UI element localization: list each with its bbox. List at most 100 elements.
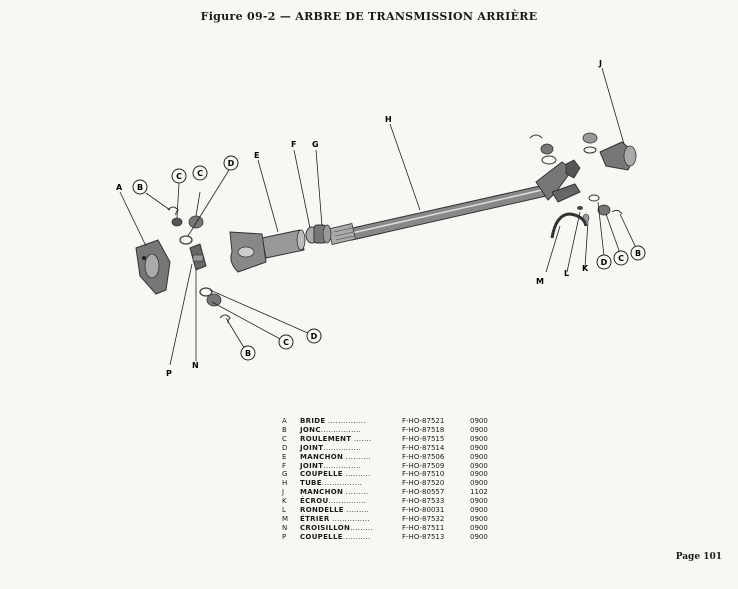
legend-letter: N [282, 523, 288, 532]
legend-code: 0900 [470, 461, 488, 470]
legend-name-text: ROULEMENT [300, 434, 352, 443]
legend-letter: E [282, 452, 287, 461]
label-l: L [564, 269, 569, 278]
legend-letter: D [282, 443, 288, 452]
svg-text:B: B [635, 249, 641, 258]
legend-letter: K [282, 497, 287, 506]
legend-leader-dots: ............... [325, 417, 366, 425]
legend-letter: H [282, 479, 288, 488]
svg-text:C: C [197, 169, 203, 178]
legend-code: 0900 [470, 425, 488, 434]
svg-text:C: C [283, 338, 289, 347]
legend-part-name: TUBE................ [300, 479, 402, 488]
legend-leader-dots: ............... [329, 514, 370, 523]
left-small-parts [167, 206, 231, 324]
legend-part-number: F-HO-87533 [402, 497, 445, 506]
legend-part-number: F-HO-87509 [402, 461, 445, 470]
legend-part-name: ÉTRIER ............... [300, 515, 402, 524]
callout-c-right: C [613, 250, 629, 266]
label-j: J [598, 59, 602, 68]
exploded-view-diagram: B C C D B C D D C B A E F G H J K L M [116, 59, 646, 378]
legend-name-text: ÉCROU [300, 497, 329, 506]
svg-text:B: B [137, 183, 143, 192]
legend-leader-dots: .......... [342, 470, 371, 479]
legend-part-number: F-HO-87520 [402, 479, 445, 488]
svg-text:D: D [601, 258, 608, 267]
legend-part-name: COUPELLE .......... [300, 470, 402, 479]
leader-lines [119, 67, 639, 366]
legend-letter: L [282, 506, 286, 515]
legend-letter: P [282, 532, 287, 541]
legend-part-number: F-HO-87514 [402, 443, 445, 452]
legend-letter: C [282, 434, 287, 443]
legend-name-text: MANCHON [300, 488, 344, 497]
svg-text:B: B [245, 349, 251, 358]
legend-code: 0900 [470, 532, 488, 541]
legend-code: 0900 [470, 470, 488, 479]
legend-name-text: JOINT [300, 461, 324, 470]
legend-part-number: F-HO-87511 [402, 523, 445, 532]
legend-name-text: BRIDE [300, 417, 326, 425]
legend-part-name: ÉCROU............... [300, 497, 402, 506]
legend-leader-dots: ................ [321, 479, 363, 488]
label-f: F [291, 140, 296, 149]
legend-leader-dots: ......... [343, 488, 369, 497]
legend-part-number: F-HO-87518 [402, 425, 445, 434]
sleeve-part [229, 229, 306, 273]
legend-leader-dots: ......... [343, 506, 370, 515]
figure-title: Figure 09-2 — ARBRE DE TRANSMISSION ARRI… [200, 10, 538, 23]
legend-letter: F [282, 461, 287, 470]
legend-part-number: F-HO-87521 [402, 417, 445, 425]
legend-part-number: F-HO-87513 [402, 532, 445, 541]
legend-name-text: TUBE [300, 479, 322, 488]
legend-part-number: F-HO-87532 [402, 514, 445, 523]
label-e: E [254, 151, 259, 160]
label-h: H [385, 115, 392, 124]
legend-leader-dots: ......... [350, 523, 373, 532]
legend-part-name: MANCHON ......... [300, 488, 402, 497]
svg-text:D: D [311, 332, 318, 341]
flange-part [135, 239, 171, 295]
legend-name-text: JOINT [300, 443, 324, 452]
legend-letter: G [282, 470, 288, 479]
legend-code: 0900 [470, 443, 488, 452]
legend-code: 0900 [470, 452, 488, 461]
label-n: N [192, 361, 199, 370]
legend-letter: A [282, 417, 287, 425]
label-a: A [116, 183, 123, 192]
legend-leader-dots: ............... [323, 443, 362, 452]
legend-part-name: COUPELLE........... [300, 533, 402, 542]
legend-code: 0900 [470, 417, 488, 425]
legend-row: A BRIDE ............... F-HO-87521 0900 [282, 417, 500, 426]
legend-part-name: CROISILLON......... [300, 524, 402, 533]
legend-row: F JOINT...............F-HO-87509 0900 [282, 462, 500, 471]
legend-part-name: MANCHON .......... [300, 453, 402, 462]
callout-d-top: D [223, 155, 239, 171]
svg-text:C: C [176, 172, 182, 181]
label-k: K [582, 264, 589, 273]
legend-code: 0900 [470, 479, 488, 488]
legend-leader-dots: .......... [343, 452, 371, 461]
legend-part-number: F-HO-80557 [402, 488, 445, 497]
legend-part-number: F-HO-80031 [402, 506, 445, 515]
legend-part-name: JOINT............... [300, 462, 402, 471]
label-p: P [166, 369, 172, 378]
legend-code: 1102 [470, 488, 488, 497]
legend-letter: J [282, 488, 285, 497]
legend-part-name: JOINT............... [300, 444, 402, 453]
callout-b-right: B [630, 245, 646, 261]
legend-part-name: ROULEMENT ....... [300, 435, 402, 444]
legend-name-text: JONC [300, 425, 321, 434]
legend-name-text: COUPELLE [300, 470, 343, 479]
svg-text:C: C [618, 254, 624, 263]
